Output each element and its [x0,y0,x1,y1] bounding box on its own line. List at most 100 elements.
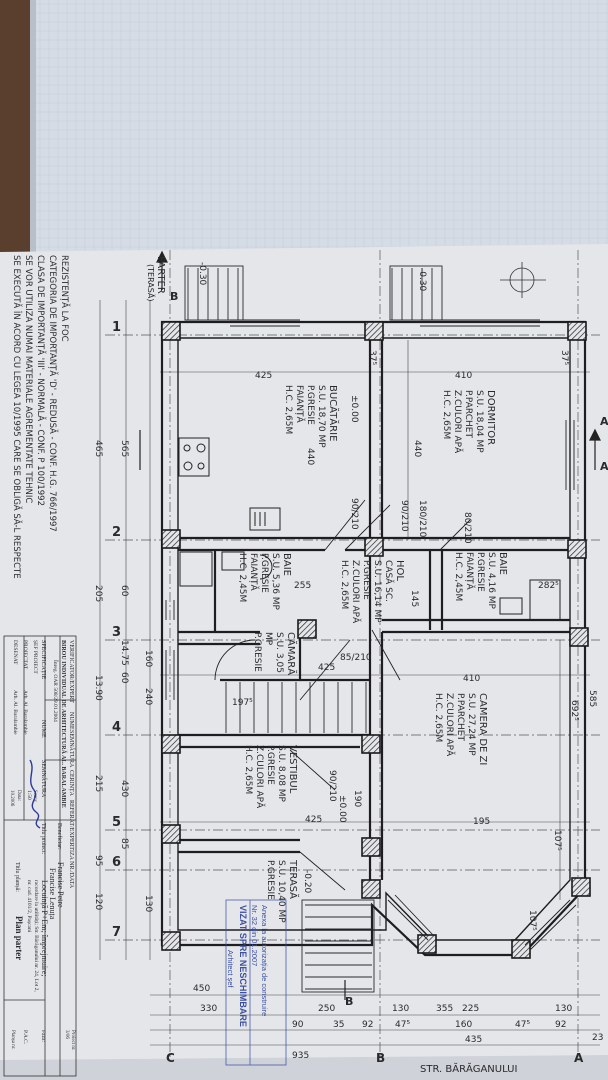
dimension-label: 330 [200,1004,217,1014]
beneficiary-name: Francise Lenuța [48,868,57,920]
grid-axes [105,250,600,1060]
terrace-label: P.GRESIE [265,860,275,900]
hall-label: Z.CULORI APĂ [350,560,362,624]
stamp-text: Anexa la autorizația de construire [260,905,269,1016]
general-note: REZISTENȚĂ LA FOC [59,255,71,342]
section-mark: A [600,460,608,473]
beneficiary-label: Beneficiar: [56,823,63,850]
plan-sheet [0,244,608,1080]
title-block-header: SPECIFICAȚIE [40,640,46,680]
pantry-label: CĂMARĂ [285,632,298,675]
dimension-label: 107⁵ [552,830,562,851]
column-hatched [361,734,381,754]
grid-axis-number: 1 [112,320,121,335]
grid-axis-number: 5 [112,815,121,830]
column-hatched [364,321,384,341]
bathroom-label: P.GRESIE [475,552,485,592]
dimension-label: 85 [119,838,129,849]
level-mark: -0.30 [197,262,207,286]
pantry-label: P.GRESIE [252,632,262,672]
dimension-label: 465 [93,440,103,457]
notebook-edge [30,0,36,262]
door-swings [214,499,471,891]
general-note: SE VOR UTILIZA NUMAI MATERIALE AGREMENTA… [23,255,33,503]
grid-axis-number: 3 [112,625,121,640]
living-room-label: H.C. 2,65M [433,693,443,742]
level-mark: ±0.00 [337,795,347,823]
column-hatched [361,879,381,899]
bedroom-label: DORMITOR [485,390,496,445]
column-hatched [567,321,587,341]
project-title: nr. cad. 4101/2, Pașcani [26,880,32,933]
bedroom-label: Z.CULORI APĂ [452,390,464,454]
dimension-lines [99,300,600,1046]
dimension-label: 585 [587,690,597,707]
dimension-label: 37⁵ [367,350,377,365]
level-mark: ±0.00 [349,395,359,423]
dimension-label: 85/210 [340,653,372,663]
sheet-title: Plan parter [14,916,24,960]
floor-sublabel: (TERASĂ) [146,264,157,301]
pantry-label: MP [263,632,273,646]
dimension-label: 145 [409,590,419,607]
dimension-label: 130 [555,1004,572,1014]
date-label: Data: [16,790,21,801]
terrace-label: TERASĂ [287,859,300,899]
project-number: 3/06 [64,1030,69,1039]
kitchen-stove [178,437,210,477]
dimension-label: 440 [412,440,422,457]
dimension-label: 435 [465,1035,482,1045]
bathroom-label: FAIANȚĂ [248,553,260,592]
column-hatched [161,321,181,341]
bathroom-label: BAIE [497,552,508,575]
beneficiary-name: Francise Petre [56,862,65,908]
stairs [184,265,443,993]
dimension-label: 425 [255,371,272,381]
title-block-header: SEMNĂTURA [68,730,76,768]
section-mark: A [600,415,608,428]
general-note: CATEGORIA DE IMPORTANȚĂ 'D' - REDUSĂ - C… [47,255,59,532]
hall-label: P.GRESIE [361,560,371,600]
bathroom-label: P.GRESIE [259,553,269,593]
bedroom-label: P.PARCHET [463,390,473,438]
kitchen-label: S.U. 18,70 MP [316,385,326,448]
living-room-label: CAMERA DE ZI [477,693,488,765]
general-note: SE EXECUTĂ ÎN ACORD CU LEGEA 10/1995 CAR… [11,255,23,579]
dimension-label: 197⁵ [232,698,253,708]
scale-value: 1:50 [26,790,32,800]
column-hatched [361,837,381,857]
bathroom-fixtures [179,551,561,621]
vestibule-label: P.GRESIE [265,745,275,785]
dimension-label: 107⁵ [527,910,537,931]
bathroom-label: H.C. 2,45M [453,552,463,601]
dimension-label: 14.75 [119,640,129,666]
section-arrows [139,250,601,1000]
sheet-shadow [0,1055,608,1080]
role-label: DESENAT [12,640,18,665]
dimension-label: 90 [292,1020,304,1030]
living-room-label: P.PARCHET [455,693,465,741]
sheet-title-label: Titlu planșă: [14,862,20,892]
level-mark: -0.30 [417,268,427,292]
dimension-label: 255 [294,581,311,591]
bathroom-label: S.U. 4,16 MP [486,552,496,610]
title-block-header: VERIFICATOR/EXPERT [68,640,74,703]
dimension-label: 195 [473,817,490,827]
hall-label: S.U. 16,14 MP [372,560,382,623]
dimension-label: 130 [392,1004,409,1014]
dimension-label: 450 [193,984,210,994]
structural-columns [161,321,591,959]
dimension-label: 130 [143,895,153,912]
column-hatched [417,934,437,954]
dimension-label: 13.90 [93,675,103,701]
north-arrow [500,262,546,298]
column-hatched [571,877,591,897]
bathroom-label: S.U. 5,36 MP [270,553,280,611]
dimension-label: 250 [318,1004,335,1014]
dimension-label: 935 [292,1051,309,1061]
office-name: BIROU INDIVIDUAL DE ARHITECTURĂ AL. BARA… [60,640,68,808]
grid-axis-letter: C [166,1051,175,1065]
stamp-title: VIZAT SPRE NESCHIMBARE [238,905,248,1027]
office-registration: Înreg. OAR 508/29.01.2004 [52,660,60,722]
